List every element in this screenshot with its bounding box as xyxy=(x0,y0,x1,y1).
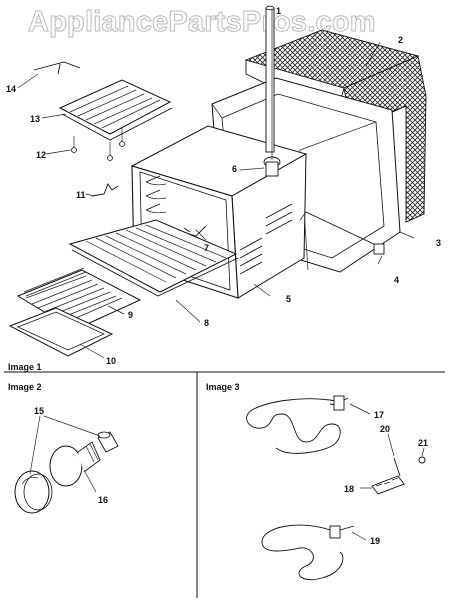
leader-lines-image2 xyxy=(29,415,101,493)
light-lens xyxy=(14,470,53,514)
callout-8: 8 xyxy=(204,318,209,328)
caption-image2: Image 2 xyxy=(8,382,42,392)
vent-tube xyxy=(263,5,281,177)
terminal-screw xyxy=(393,457,401,477)
bake-element xyxy=(261,524,355,580)
leader-lines-image3 xyxy=(349,403,425,541)
callout-3: 3 xyxy=(436,238,441,248)
callout-1: 1 xyxy=(276,6,281,16)
light-bulb xyxy=(49,441,101,487)
callout-14: 14 xyxy=(6,84,16,94)
callout-16: 16 xyxy=(98,495,108,505)
callout-20: 20 xyxy=(380,424,390,434)
callout-10: 10 xyxy=(106,356,116,366)
terminal-block xyxy=(371,475,405,495)
callout-19: 19 xyxy=(370,536,380,546)
oven-rack xyxy=(68,219,239,297)
rack-bracket xyxy=(33,61,81,75)
broil-element xyxy=(246,395,349,454)
callout-6: 6 xyxy=(232,164,237,174)
callout-9: 9 xyxy=(128,310,133,320)
caption-image1: Image 1 xyxy=(8,362,42,372)
clip xyxy=(91,183,119,197)
leader-lines-image1 xyxy=(17,10,415,359)
top-rack xyxy=(58,79,173,161)
callout-18: 18 xyxy=(344,484,354,494)
callout-5: 5 xyxy=(286,294,291,304)
wire-nut xyxy=(418,456,426,464)
broil-pan xyxy=(8,307,114,357)
callout-12: 12 xyxy=(36,150,46,160)
oven-sensor xyxy=(299,211,385,255)
caption-image3: Image 3 xyxy=(206,382,240,392)
callout-7: 7 xyxy=(204,243,209,253)
callout-15: 15 xyxy=(34,406,44,416)
callout-11: 11 xyxy=(76,190,86,200)
callout-13: 13 xyxy=(30,114,40,124)
callout-4: 4 xyxy=(394,275,399,285)
callout-17: 17 xyxy=(374,410,384,420)
callout-2: 2 xyxy=(398,35,403,45)
light-socket-sleeve xyxy=(97,431,119,453)
callout-21: 21 xyxy=(418,438,428,448)
